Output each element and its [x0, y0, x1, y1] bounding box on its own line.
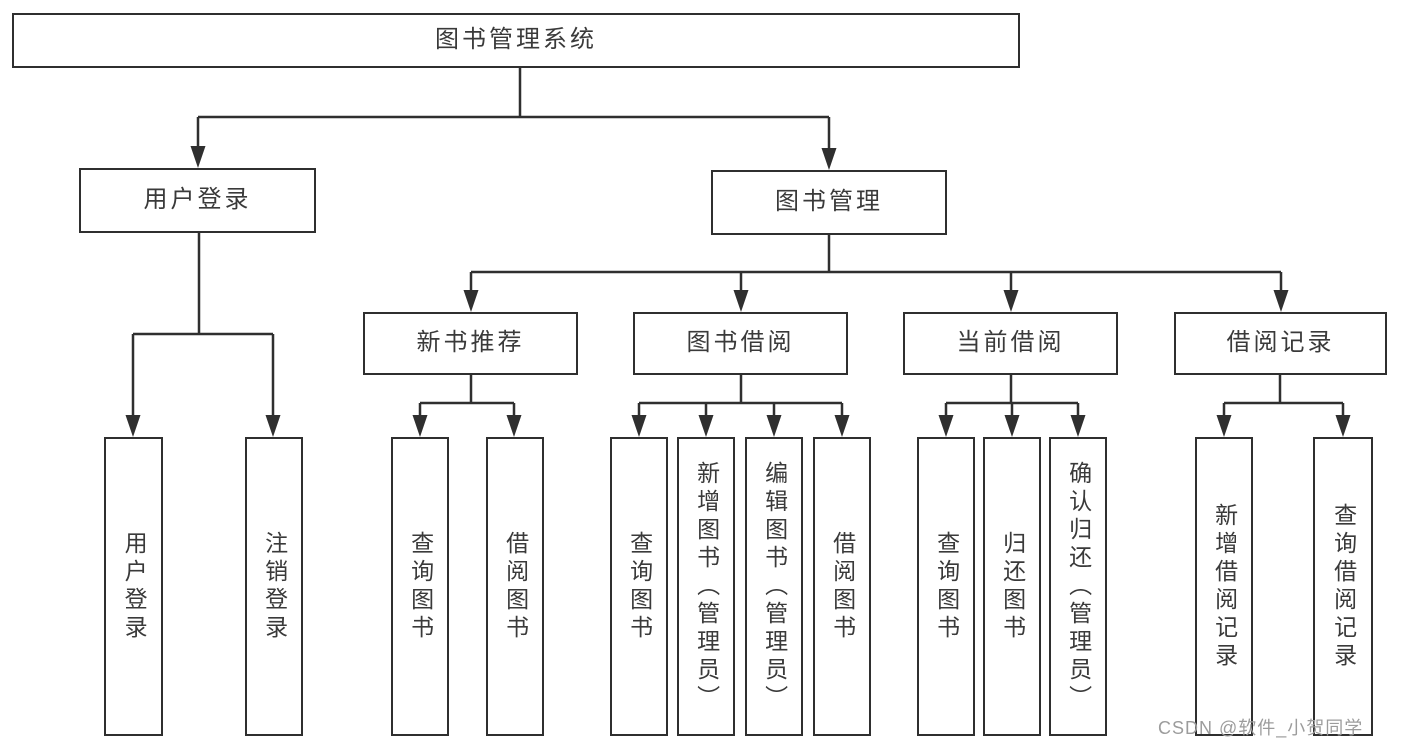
leaf-bb-borrow-books: 借阅图书	[813, 437, 871, 736]
leaf-bb-query-books: 查询图书	[610, 437, 668, 736]
node-root-system: 图书管理系统	[12, 13, 1020, 68]
leaf-br-add-record: 新增借阅记录	[1195, 437, 1253, 736]
leaf-user-login: 用户登录	[104, 437, 163, 736]
leaf-bb-edit-books-admin: 编辑图书（管理员）	[745, 437, 803, 736]
leaf-bb-add-books-admin: 新增图书（管理员）	[677, 437, 735, 736]
node-book-management: 图书管理	[711, 170, 947, 235]
node-user-login: 用户登录	[79, 168, 316, 233]
leaf-br-query-record: 查询借阅记录	[1313, 437, 1373, 736]
leaf-logout-login: 注销登录	[245, 437, 303, 736]
node-book-borrow: 图书借阅	[633, 312, 848, 375]
leaf-cb-return-books: 归还图书	[983, 437, 1041, 736]
leaf-cb-confirm-return-admin: 确认归还（管理员）	[1049, 437, 1107, 736]
node-borrow-records: 借阅记录	[1174, 312, 1387, 375]
node-current-borrow: 当前借阅	[903, 312, 1118, 375]
leaf-cb-query-books: 查询图书	[917, 437, 975, 736]
node-new-book-recommend: 新书推荐	[363, 312, 578, 375]
leaf-nb-query-books: 查询图书	[391, 437, 449, 736]
leaf-nb-borrow-books: 借阅图书	[486, 437, 544, 736]
csdn-watermark: CSDN @软件_小贺同学	[1158, 718, 1364, 738]
